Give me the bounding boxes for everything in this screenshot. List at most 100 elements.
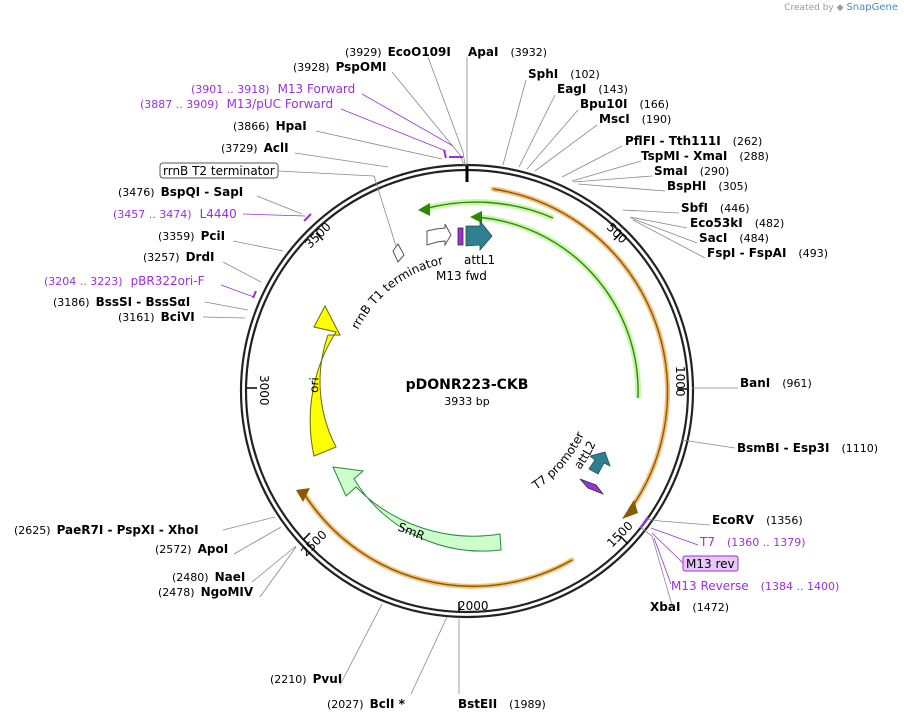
enzyme-bani: BanI(961) [740, 376, 812, 390]
tick-label-2500: 2500 [298, 528, 329, 559]
mark-pbr322ori [252, 290, 257, 299]
ori-arrow [309, 304, 341, 457]
enzyme-hpai: (3866)HpaI [233, 119, 307, 133]
leader-saci [630, 217, 698, 244]
primer-l4440: (3457 .. 3474)L4440 [113, 207, 237, 221]
rrnb-t2-leader [277, 170, 375, 177]
enzyme-drdi: (3257)DrdI [143, 250, 215, 264]
leader-xhoi [222, 516, 276, 531]
enzyme-ecorv: EcoRV(1356) [712, 513, 803, 527]
enzyme-xbai: XbaI(1472) [650, 600, 729, 614]
tick-3500 [315, 232, 324, 241]
tick-1500 [619, 535, 629, 545]
snapgene-credit: Created by ◆ SnapGene [784, 2, 898, 13]
primer-m13-reverse: M13 Reverse(1384 .. 1400) [671, 579, 839, 593]
orange-lower-arc-line [302, 491, 573, 588]
enzyme-sbfi: SbfI(446) [681, 201, 750, 215]
mark-m13puc [443, 149, 447, 159]
rrnb-t2-arrow-icon [392, 243, 405, 263]
leader-bspqi [256, 195, 303, 215]
enzyme-leaders [202, 56, 738, 695]
primer-m13puc-forward: (3887 .. 3909)M13/pUC Forward [140, 97, 333, 111]
tick-2500 [302, 532, 311, 541]
primer-m13rev-box [682, 555, 739, 572]
orange-arc-arrowhead [622, 500, 638, 519]
enzyme-pspomi: (3928)PspOMI [293, 60, 387, 74]
enzyme-ngomiv: (2478)NgoMIV [158, 585, 254, 599]
plasmid-name: pDONR223-CKB [406, 377, 529, 393]
enzyme-pcii: (3359)PciI [158, 229, 225, 243]
mark-t7 [640, 516, 649, 528]
leader-l4440 [242, 213, 306, 217]
leader-ngomiv [259, 546, 297, 598]
leader-pspomi [391, 71, 465, 166]
leader-bsphi [577, 183, 666, 192]
leader-hpai [315, 130, 443, 160]
rrnb-t1-label: rrnB T1 terminator [348, 253, 444, 331]
attl1-region: attL1 M13 fwd rrnB T1 terminator [348, 219, 495, 331]
orange-arc-line [492, 188, 669, 511]
attl2-region: T7 promoter attL2 [529, 430, 611, 495]
tick-marks [247, 232, 687, 612]
leader-ecoo109i [427, 56, 466, 166]
primer-leaders [220, 93, 699, 585]
enzyme-pflfi-tth111i: PflFI - Tth111I(262) [625, 134, 762, 148]
enzyme-saci: SacI(484) [699, 231, 769, 245]
leader-pcii [232, 240, 284, 252]
enzyme-bcli: (2027)BclI * [327, 697, 406, 711]
enzyme-eagi: EagI(143) [557, 82, 628, 96]
tick-label-3000: 3000 [257, 375, 271, 406]
green-arc-feature [418, 199, 642, 399]
mark-l4440 [303, 213, 312, 222]
enzyme-bpu10i: Bpu10I(166) [580, 97, 669, 111]
leader-bsmbi [681, 439, 736, 449]
leader-tspmi [571, 160, 642, 182]
attl1-label: attL1 [464, 253, 495, 267]
leader-m13rev [651, 532, 685, 565]
rrnb-t1-arrow-icon [426, 223, 452, 247]
primer-pbr322ori-f: (3204 .. 3223)pBR322ori-F [44, 274, 205, 288]
leader-bpu10i [526, 109, 579, 170]
leader-smai [572, 175, 653, 183]
leader-drdi [222, 261, 262, 283]
rrnb-t2-box-border [159, 162, 279, 179]
tick-label-500: 500 [604, 220, 630, 246]
leader-m13-forward [361, 93, 454, 147]
primer-m13rev: M13 rev [686, 557, 735, 571]
enzyme-apai: ApaI(3932) [468, 45, 547, 59]
credit-text: Created by [784, 3, 834, 13]
m13-fwd-marker [457, 227, 464, 246]
enzyme-bcivi: (3161)BciVI [118, 310, 195, 324]
green-arc-outer-arrowhead [418, 203, 430, 216]
ori-feature: ori [307, 304, 341, 457]
green-arc-outer-line [423, 201, 554, 219]
snapgene-logo-icon: ◆ [836, 3, 844, 13]
green-arc-inner-arrowhead [470, 211, 482, 223]
leader-pbr322ori [220, 284, 255, 298]
orange-lower-arc-feature [296, 488, 575, 589]
enzyme-naei: (2480)NaeI [172, 570, 245, 584]
rrnb-t1-label-path: rrnB T1 terminator [348, 253, 444, 331]
enzyme-eco53ki: Eco53kI(482) [690, 216, 784, 230]
leader-fspi [632, 219, 706, 259]
smr-arrow [332, 466, 502, 552]
leader-pvui [339, 603, 383, 686]
primer-labels: (3901 .. 3918)M13 Forward (3887 .. 3909)… [44, 82, 839, 593]
enzyme-labels-right: (3929)EcoO109I (3928)PspOMI ApaI(3932) S… [293, 45, 878, 711]
rrnb-t2-box: rrnB T2 terminator [159, 162, 397, 247]
leader-m13puc-forward [340, 108, 447, 152]
green-arc-inner-line [474, 216, 639, 399]
leader-xbai [639, 526, 673, 606]
primer-m13-forward: (3901 .. 3918)M13 Forward [191, 82, 355, 96]
m13-fwd-label: M13 fwd [436, 269, 487, 283]
enzyme-msci: MscI(190) [599, 112, 671, 126]
leader-pflfi [561, 145, 623, 178]
leader-msci [534, 124, 598, 172]
leader-t7 [650, 527, 699, 546]
leader-acli [294, 152, 389, 168]
plasmid-size: 3933 bp [444, 395, 489, 408]
tick-500 [613, 232, 622, 241]
smr-label: SmR [396, 520, 427, 543]
leader-m13-reverse [653, 537, 672, 585]
